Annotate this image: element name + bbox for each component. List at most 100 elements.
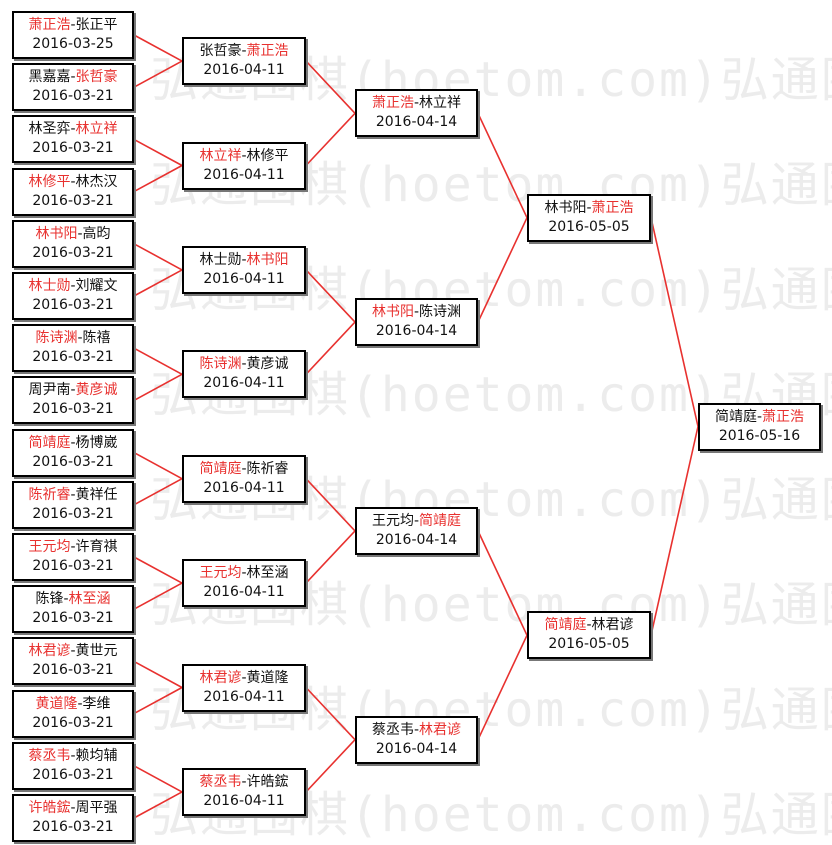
match-date: 2016-03-21 bbox=[32, 88, 114, 105]
match-players: 简靖庭-陈祈睿 bbox=[184, 460, 304, 479]
connector-line bbox=[133, 164, 183, 193]
match-players: 林书阳-高昀 bbox=[14, 225, 132, 244]
match-date: 2016-05-05 bbox=[548, 218, 630, 235]
connector-line bbox=[305, 321, 356, 375]
player-name: 陈祈睿 bbox=[246, 460, 289, 477]
player-name: 陈诗渊 bbox=[419, 304, 462, 321]
player-name: 许育祺 bbox=[75, 539, 118, 555]
player-separator: - bbox=[756, 408, 763, 425]
connector-line bbox=[477, 634, 528, 741]
player-name: 高昀 bbox=[82, 225, 111, 242]
match-players: 林修平-林杰汉 bbox=[14, 173, 132, 192]
player-name: 周尹南 bbox=[28, 382, 71, 399]
player-name: 张正平 bbox=[75, 17, 118, 33]
player-name: 林君谚 bbox=[28, 643, 71, 660]
match-players: 林士勋-林书阳 bbox=[184, 251, 304, 270]
match-date: 2016-05-16 bbox=[718, 427, 801, 444]
player-name: 林士勋 bbox=[28, 278, 71, 294]
connector-line bbox=[650, 426, 699, 636]
player-separator: - bbox=[241, 147, 247, 164]
player-separator: - bbox=[241, 460, 247, 477]
player-separator: - bbox=[63, 591, 69, 608]
connector-line bbox=[133, 660, 183, 689]
connector-line bbox=[477, 112, 528, 219]
match-date: 2016-04-14 bbox=[375, 323, 458, 340]
match-players: 陈诗渊-黄彦诚 bbox=[184, 355, 304, 374]
player-name: 萧正浩 bbox=[28, 17, 71, 33]
player-separator: - bbox=[413, 721, 420, 738]
player-separator: - bbox=[70, 382, 76, 399]
player-separator: - bbox=[70, 434, 76, 451]
match-date: 2016-03-25 bbox=[32, 36, 114, 52]
match-players: 蔡丞韦-赖均辅 bbox=[14, 747, 132, 766]
match-players: 蔡丞韦-林君谚 bbox=[357, 721, 476, 740]
match-date: 2016-04-11 bbox=[203, 62, 285, 79]
player-separator: - bbox=[70, 121, 76, 138]
player-name: 陈锋 bbox=[35, 591, 64, 608]
player-separator: - bbox=[241, 251, 247, 268]
player-name: 蔡丞韦 bbox=[28, 747, 71, 764]
match-players: 简靖庭-林君谚 bbox=[529, 616, 649, 635]
match-date: 2016-04-14 bbox=[375, 740, 458, 757]
player-name: 林圣弈 bbox=[28, 121, 71, 138]
match-date: 2016-04-14 bbox=[375, 531, 458, 548]
player-name: 林杰汉 bbox=[75, 173, 118, 190]
player-name: 林修平 bbox=[28, 173, 71, 190]
connector-line bbox=[477, 217, 528, 323]
player-name: 萧正浩 bbox=[371, 95, 414, 112]
player-separator: - bbox=[413, 95, 420, 112]
player-name: 林书阳 bbox=[544, 199, 587, 216]
player-separator: - bbox=[241, 773, 247, 790]
player-name: 林修平 bbox=[246, 147, 289, 164]
match-players: 简靖庭-萧正浩 bbox=[700, 408, 819, 427]
player-name: 林至涵 bbox=[246, 565, 289, 582]
player-name: 周平强 bbox=[75, 800, 118, 816]
player-separator: - bbox=[70, 486, 76, 503]
match-players: 王元均-林至涵 bbox=[184, 564, 304, 583]
player-separator: - bbox=[70, 643, 76, 660]
player-name: 林君谚 bbox=[199, 669, 242, 686]
match-players: 许皓鋐-周平强 bbox=[14, 799, 132, 818]
match-date: 2016-05-05 bbox=[548, 636, 630, 653]
connector-line bbox=[305, 739, 356, 793]
match-players: 林君谚-黄世元 bbox=[14, 642, 132, 661]
player-name: 黄彦诚 bbox=[246, 356, 289, 373]
player-separator: - bbox=[413, 512, 420, 529]
player-name: 杨博崴 bbox=[75, 434, 118, 451]
player-separator: - bbox=[413, 304, 420, 321]
match-date: 2016-04-11 bbox=[203, 584, 285, 601]
player-name: 萧正浩 bbox=[591, 199, 634, 216]
player-name: 蔡丞韦 bbox=[199, 773, 242, 790]
match-players: 黑嘉嘉-张哲豪 bbox=[14, 68, 132, 87]
player-name: 陈诗渊 bbox=[199, 356, 242, 373]
connector-line bbox=[133, 373, 183, 402]
connector-line bbox=[305, 686, 356, 741]
match-date: 2016-04-11 bbox=[203, 270, 285, 287]
match-date: 2016-04-11 bbox=[203, 479, 285, 496]
player-name: 黑嘉嘉 bbox=[28, 69, 71, 86]
connector-line bbox=[305, 478, 356, 532]
player-name: 简靖庭 bbox=[419, 512, 462, 529]
match-players: 萧正浩-张正平 bbox=[14, 16, 132, 35]
player-name: 林士勋 bbox=[199, 251, 242, 268]
player-separator: - bbox=[241, 669, 247, 686]
match-date: 2016-03-21 bbox=[32, 662, 114, 679]
connector-line bbox=[133, 451, 183, 480]
connector-line bbox=[133, 791, 183, 819]
player-name: 张哲豪 bbox=[75, 69, 118, 86]
